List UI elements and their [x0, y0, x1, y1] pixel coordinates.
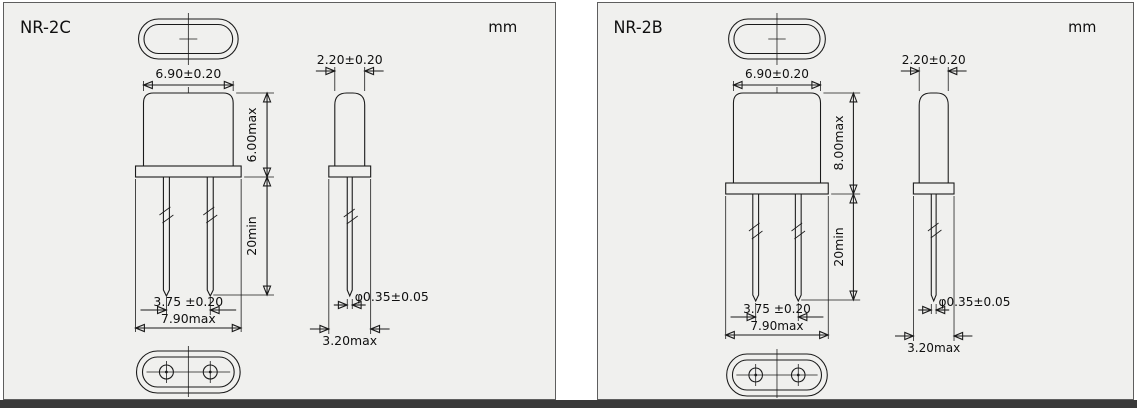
dim-lead-diameter: φ0.35±0.05: [333, 289, 429, 310]
unit-label: mm: [1068, 19, 1096, 36]
panel-nr2b: NR-2B mm 6.90±0.20: [597, 2, 1134, 400]
side-view: [328, 92, 372, 298]
dim-body-width: 6.90±0.20: [732, 67, 822, 91]
dim-top-width: 2.20±0.20: [900, 53, 967, 91]
panel-title: NR-2B: [613, 18, 662, 37]
bottom-view: [135, 346, 241, 397]
dim-base-width-label: 7.90max: [161, 311, 216, 326]
dim-lead-spacing: 3.75 ±0.20: [140, 294, 237, 315]
dim-body-height: 8.00max: [823, 91, 861, 196]
dim-top-width-label: 2.20±0.20: [902, 53, 966, 67]
drawing-nr2b: NR-2B mm 6.90±0.20: [613, 13, 1096, 398]
dim-side-base-width: 3.20max: [309, 179, 390, 348]
dim-lead-length: 20min: [801, 192, 861, 302]
dim-lead-spacing-label: 3.75 ±0.20: [743, 302, 811, 316]
dim-base-width: 7.90max: [724, 196, 830, 340]
dim-base-width-label: 7.90max: [750, 319, 803, 333]
panel-title: NR-2C: [20, 18, 71, 37]
panel-nr2c: NR-2C mm 6.90±0.20: [3, 2, 556, 400]
dim-body-width-label: 6.90±0.20: [745, 67, 809, 81]
dim-lead-diameter-label: φ0.35±0.05: [939, 295, 1011, 309]
unit-label: mm: [488, 18, 517, 36]
bottom-view: [726, 349, 828, 398]
dim-side-base-width-label: 3.20max: [322, 333, 377, 348]
drawing-nr2c: NR-2C mm 6.90±0.20: [20, 13, 517, 397]
dim-base-width: 7.90max: [134, 179, 243, 333]
dim-lead-spacing-label: 3.75 ±0.20: [153, 294, 223, 309]
dim-lead-spacing: 3.75 ±0.20: [730, 302, 824, 322]
dim-lead-length: 20min: [213, 175, 275, 297]
dim-body-width-label: 6.90±0.20: [155, 66, 221, 81]
dim-lead-length-label: 20min: [244, 216, 259, 255]
dim-body-height: 6.00max: [236, 91, 275, 179]
front-view: [725, 87, 829, 303]
dim-body-height-label: 6.00max: [244, 107, 259, 162]
dim-lead-diameter-label: φ0.35±0.05: [355, 289, 429, 304]
dim-side-base-width-label: 3.20max: [907, 341, 960, 355]
front-view: [134, 87, 242, 298]
dim-body-height-label: 8.00max: [832, 116, 846, 171]
dim-body-width: 6.90±0.20: [142, 66, 235, 91]
top-view: [728, 13, 826, 65]
side-view: [912, 92, 955, 303]
bottom-divider-bar: [0, 400, 1137, 408]
top-view: [137, 13, 239, 65]
dim-lead-length-label: 20min: [832, 227, 846, 266]
dim-side-base-width: 3.20max: [895, 196, 973, 355]
dim-top-width: 2.20±0.20: [315, 52, 384, 91]
dim-lead-diameter: φ0.35±0.05: [918, 295, 1011, 315]
dim-top-width-label: 2.20±0.20: [317, 52, 383, 67]
